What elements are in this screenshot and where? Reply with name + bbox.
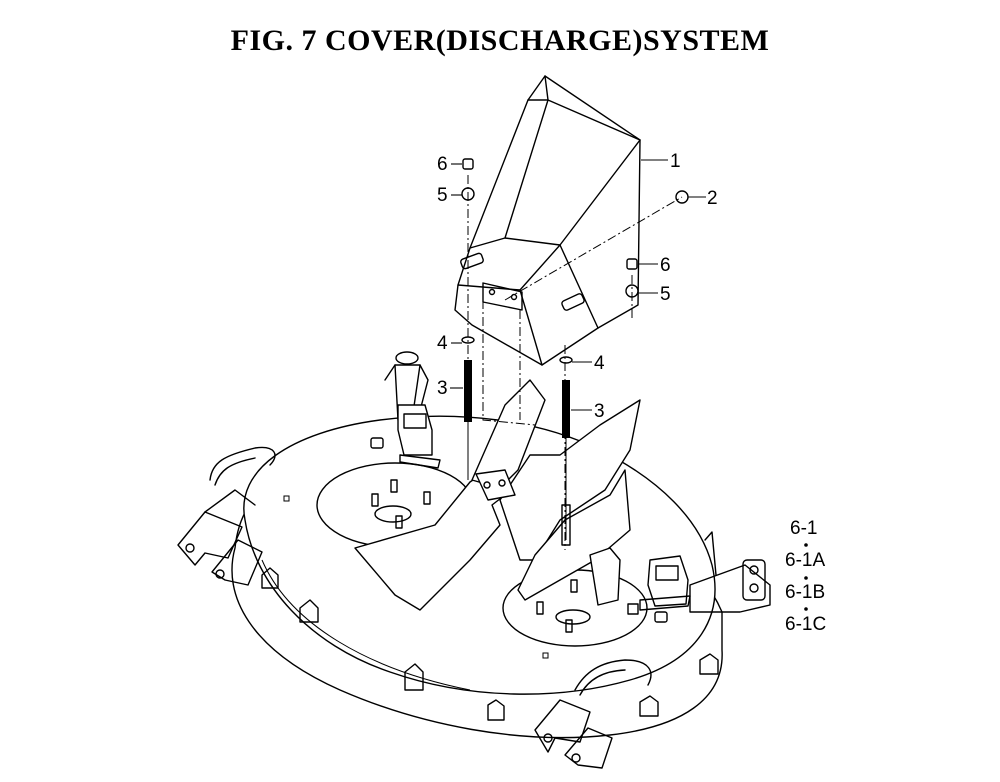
part-list-item: 6-1C: [785, 614, 826, 635]
part-list: 6-1 6-1A 6-1B 6-1C: [785, 518, 826, 635]
part-list-item: 6-1B: [785, 582, 825, 603]
front-mount-bracket: [534, 659, 652, 769]
hinge-bracket: [475, 469, 516, 501]
callout-5-right: 5: [660, 284, 671, 305]
part-list-item: 6-1A: [785, 550, 825, 571]
callout-6-left: 6: [437, 154, 448, 175]
discharge-cover: [454, 75, 641, 366]
callout-2: 2: [707, 188, 718, 209]
right-upright-support: [639, 531, 717, 611]
callout-4-left: 4: [437, 333, 448, 354]
callout-3-right: 3: [594, 401, 605, 422]
left-upright-support: [384, 351, 441, 469]
callout-5-left: 5: [437, 185, 448, 206]
figure-title: FIG. 7 COVER(DISCHARGE)SYSTEM: [230, 24, 770, 57]
left-mount-bracket: [177, 446, 276, 586]
left-fastener-stack: [461, 158, 475, 480]
deck-edge-tabs: [261, 567, 719, 721]
part-list-item: 6-1: [790, 518, 817, 539]
callout-1: 1: [670, 151, 681, 172]
callout-3-left: 3: [437, 378, 448, 399]
right-fastener-stack: [559, 258, 639, 546]
leader-lines: [450, 159, 706, 411]
discharge-baffle-right: [499, 399, 641, 606]
callout-4-right: 4: [594, 353, 605, 374]
right-mount-bracket: [689, 559, 771, 613]
callout-6-right: 6: [660, 255, 671, 276]
